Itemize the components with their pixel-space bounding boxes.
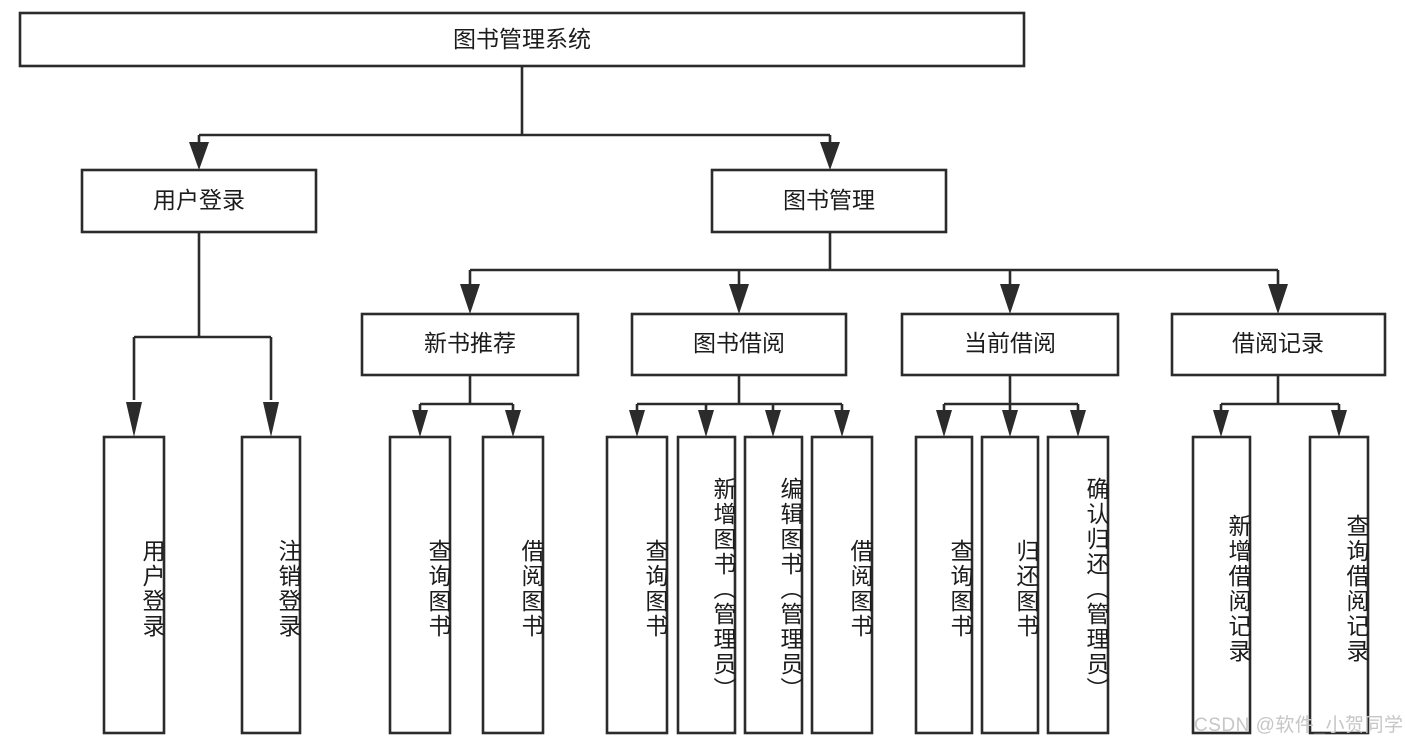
leaf-box-group <box>102 435 1370 735</box>
arrowhead-book-manage <box>820 142 840 170</box>
node-current-borrow-label: 当前借阅 <box>964 330 1056 356</box>
arrowhead-leaf-query-book-recommend <box>412 410 428 437</box>
arrowhead-leaf-user-login <box>126 402 142 437</box>
leaf-node-leaf-edit-book[interactable] <box>743 435 804 735</box>
arrowhead-borrow-record <box>1268 284 1288 314</box>
arrowhead-leaf-borrow-book-recommend <box>505 410 521 437</box>
connector-group-borrow-record-leaves <box>1213 375 1347 437</box>
node-book-manage-box[interactable] <box>710 168 948 234</box>
arrowhead-leaf-query-borrow-record <box>1331 410 1347 437</box>
leaf-node-leaf-return-book[interactable] <box>980 435 1040 735</box>
node-book-manage[interactable]: 图书管理 <box>710 168 948 234</box>
arrowhead-leaf-return-book <box>1002 410 1018 437</box>
node-book-manage-label: 图书管理 <box>783 187 875 213</box>
leaf-node-leaf-query-borrow-record[interactable] <box>1308 435 1370 735</box>
connector-group-book-borrow-leaves <box>629 375 850 437</box>
arrowhead-leaf-confirm-return <box>1070 410 1086 437</box>
arrowhead-new-book-recommend <box>460 284 480 314</box>
arrowhead-leaf-logout <box>263 402 279 437</box>
node-user-login[interactable]: 用户登录 <box>80 168 318 234</box>
node-current-borrow[interactable]: 当前借阅 <box>900 312 1120 377</box>
node-book-borrow-box[interactable] <box>630 312 848 377</box>
node-new-book-recommend[interactable]: 新书推荐 <box>360 312 580 377</box>
leaf-node-leaf-add-book[interactable] <box>676 435 737 735</box>
connector-group-root-to-level2 <box>189 66 840 170</box>
node-book-borrow-label: 图书借阅 <box>693 330 785 356</box>
node-book-borrow[interactable]: 图书借阅 <box>630 312 848 377</box>
node-borrow-record-label: 借阅记录 <box>1232 330 1324 356</box>
leaf-node-leaf-confirm-return[interactable] <box>1046 435 1110 735</box>
node-borrow-record[interactable]: 借阅记录 <box>1170 312 1387 377</box>
arrowhead-leaf-add-borrow-record <box>1213 410 1229 437</box>
leaf-node-leaf-user-login[interactable] <box>102 435 166 735</box>
connector-group-current-borrow-leaves <box>936 375 1086 437</box>
node-user-login-box[interactable] <box>80 168 318 234</box>
arrowhead-user-login <box>189 142 209 170</box>
leaf-node-leaf-query-book-current[interactable] <box>914 435 974 735</box>
arrowhead-leaf-add-book <box>698 410 714 437</box>
node-current-borrow-box[interactable] <box>900 312 1120 377</box>
arrowhead-book-borrow <box>729 284 749 314</box>
node-new-book-recommend-box[interactable] <box>360 312 580 377</box>
node-root-box[interactable] <box>18 11 1026 68</box>
connector-group-user-login-leaves <box>126 232 279 437</box>
arrowhead-current-borrow <box>1000 284 1020 314</box>
watermark-text: CSDN @软件_小贺同学 <box>1194 715 1404 736</box>
node-root-label: 图书管理系统 <box>453 26 591 52</box>
leaf-node-leaf-borrow-book[interactable] <box>810 435 874 735</box>
arrowhead-leaf-query-book-borrow <box>629 410 645 437</box>
node-new-book-recommend-label: 新书推荐 <box>424 330 516 356</box>
leaf-node-leaf-borrow-book-recommend[interactable] <box>481 435 545 735</box>
connector-group-new-book-leaves <box>412 375 521 437</box>
arrowhead-leaf-edit-book <box>765 410 781 437</box>
leaf-node-leaf-logout[interactable] <box>240 435 302 735</box>
node-user-login-label: 用户登录 <box>153 187 245 213</box>
leaf-node-leaf-query-book-recommend[interactable] <box>388 435 452 735</box>
arrowhead-leaf-borrow-book <box>834 410 850 437</box>
arrowhead-leaf-query-book-current <box>936 410 952 437</box>
node-root[interactable]: 图书管理系统 <box>18 11 1026 68</box>
connector-group-book-manage-to-level3 <box>460 232 1288 314</box>
node-borrow-record-box[interactable] <box>1170 312 1387 377</box>
leaf-node-leaf-add-borrow-record[interactable] <box>1191 435 1252 735</box>
leaf-node-leaf-query-book-borrow[interactable] <box>605 435 669 735</box>
